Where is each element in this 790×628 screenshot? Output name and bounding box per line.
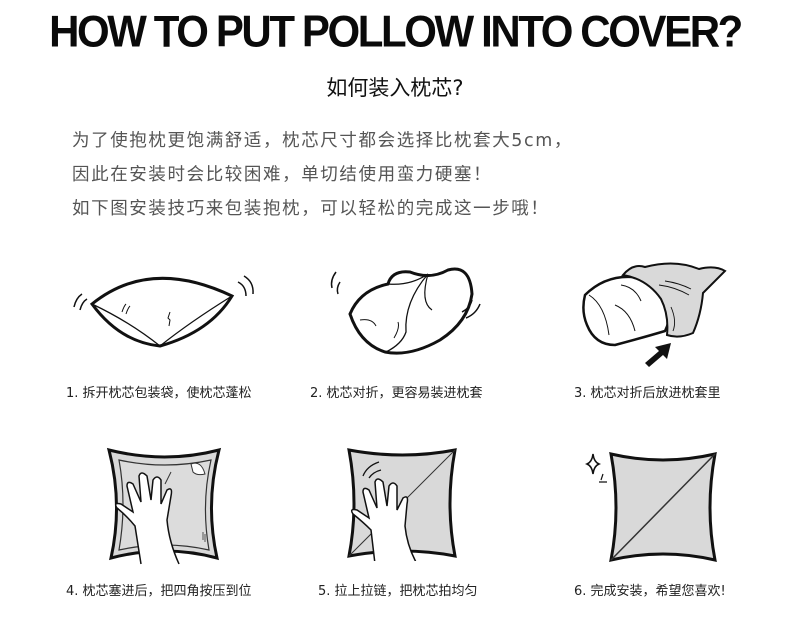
page-subtitle: 如何装入枕芯? — [326, 76, 464, 100]
step-5 — [345, 446, 460, 561]
step-6-caption: 6. 完成安装，希望您喜欢! — [574, 584, 726, 599]
finished-pillow-icon — [585, 452, 717, 562]
intro-line: 为了使抱枕更饱满舒适，枕芯尺寸都会选择比枕套大5cm， — [72, 131, 574, 151]
step-5-caption: 5. 拉上拉链，把枕芯拍均匀 — [318, 584, 478, 599]
zip-pat-icon — [347, 448, 457, 561]
sparkle-icon — [585, 453, 602, 475]
step-2-caption: 2. 枕芯对折，更容易装进枕套 — [310, 386, 483, 401]
pillow-fluff-icon — [73, 275, 254, 348]
pillow-insert-icon — [582, 262, 727, 367]
step-4-caption: 4. 枕芯塞进后，把四角按压到位 — [66, 584, 252, 599]
press-corners-icon — [106, 447, 222, 565]
step-1-caption: 1. 拆开枕芯包装袋，使枕芯蓬松 — [66, 386, 252, 401]
page-title: HOW TO PUT POLLOW INTO COVER? — [49, 6, 743, 57]
intro-paragraph: 为了使抱枕更饱满舒适，枕芯尺寸都会选择比枕套大5cm， 因此在安装时会比较困难，… — [72, 124, 732, 226]
step-1 — [60, 262, 260, 362]
step-6 — [585, 450, 725, 565]
step-2 — [320, 262, 490, 362]
step-3 — [575, 255, 735, 370]
intro-line: 如下图安装技巧来包装抱枕，可以轻松的完成这一步哦！ — [72, 199, 550, 219]
step-3-caption: 3. 枕芯对折后放进枕套里 — [574, 386, 721, 401]
pillow-fold-icon — [330, 267, 481, 355]
intro-line: 因此在安装时会比较困难，单切结使用蛮力硬塞！ — [72, 165, 493, 185]
step-4 — [105, 446, 225, 566]
